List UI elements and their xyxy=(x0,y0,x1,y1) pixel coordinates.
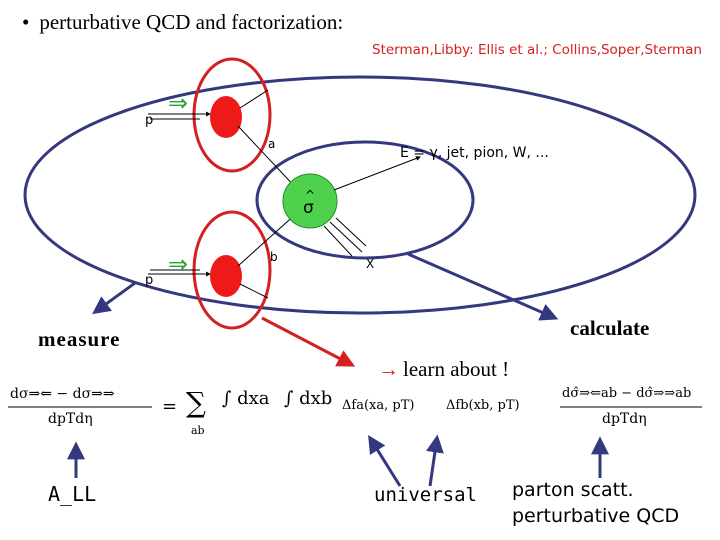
integral-a: ∫ dxa xyxy=(222,388,270,409)
parton-line-b xyxy=(237,211,299,267)
implies-icon-bottom: ⇒ xyxy=(168,250,188,278)
arrow-measure xyxy=(92,281,136,315)
integral-b: ∫ dxb xyxy=(284,388,333,409)
remnant-label: X xyxy=(366,257,374,271)
parton-label-b: b xyxy=(270,250,278,264)
references: Sterman,Libby: Ellis et al.; Collins,Sop… xyxy=(372,42,702,58)
universal-label: universal xyxy=(374,484,477,506)
arrow-learn-about xyxy=(261,316,356,367)
parton-label-a: a xyxy=(268,137,275,151)
inner-ellipse xyxy=(255,140,475,260)
pdf-a: Δfa(xa, pT) xyxy=(342,398,415,413)
proton-label-top: p xyxy=(145,113,153,128)
pdf-b: Δfb(xb, pT) xyxy=(446,398,520,413)
measure-label: measure xyxy=(38,327,121,351)
rhs-denominator: dpTdη xyxy=(602,411,647,427)
arrow-calculate xyxy=(407,252,559,321)
outgoing-line xyxy=(333,156,421,191)
pdf-blob-top xyxy=(210,96,242,138)
sigma-hat-label: σ xyxy=(303,198,314,218)
arrow-universal-b xyxy=(426,434,444,487)
outer-ellipse xyxy=(23,75,697,315)
red-ellipse-top xyxy=(192,57,272,173)
hard-scattering-blob xyxy=(282,173,338,229)
parton-line-a xyxy=(237,125,299,191)
all-label: A_LL xyxy=(48,482,97,506)
sigma-hat-accent: ^ xyxy=(305,188,315,202)
equals-sign: = xyxy=(162,396,178,417)
pdf-blob-bottom xyxy=(210,255,242,297)
sum-symbol: ∑ xyxy=(186,386,206,419)
final-state-label: E = γ, jet, pion, W, ... xyxy=(400,145,549,161)
calculate-label: calculate xyxy=(570,316,650,340)
parton-line-2: perturbative QCD xyxy=(512,505,680,527)
lhs-numerator: dσ⇒⇐ − dσ⇒⇒ xyxy=(10,386,115,402)
parton-label: parton scatt. perturbative QCD xyxy=(512,477,679,529)
sum-index: ab xyxy=(191,424,205,437)
rhs-numerator: dσ̂⇒⇐ab − dσ̂⇒⇒ab xyxy=(562,386,692,401)
learn-arrow-icon: → xyxy=(378,357,399,381)
learn-about-text: learn about ! xyxy=(403,357,510,381)
lhs-denominator: dpTdη xyxy=(48,411,93,427)
parton-line-1: parton scatt. xyxy=(512,479,634,501)
arrow-universal-a xyxy=(368,434,402,487)
slide-title: • perturbative QCD and factorization: xyxy=(22,10,343,35)
proton-label-bottom: p xyxy=(145,273,153,288)
learn-about-label: →learn about ! xyxy=(378,357,509,382)
implies-icon-top: ⇒ xyxy=(168,89,188,117)
title-text: perturbative QCD and factorization: xyxy=(39,10,344,34)
bullet: • xyxy=(22,10,30,34)
